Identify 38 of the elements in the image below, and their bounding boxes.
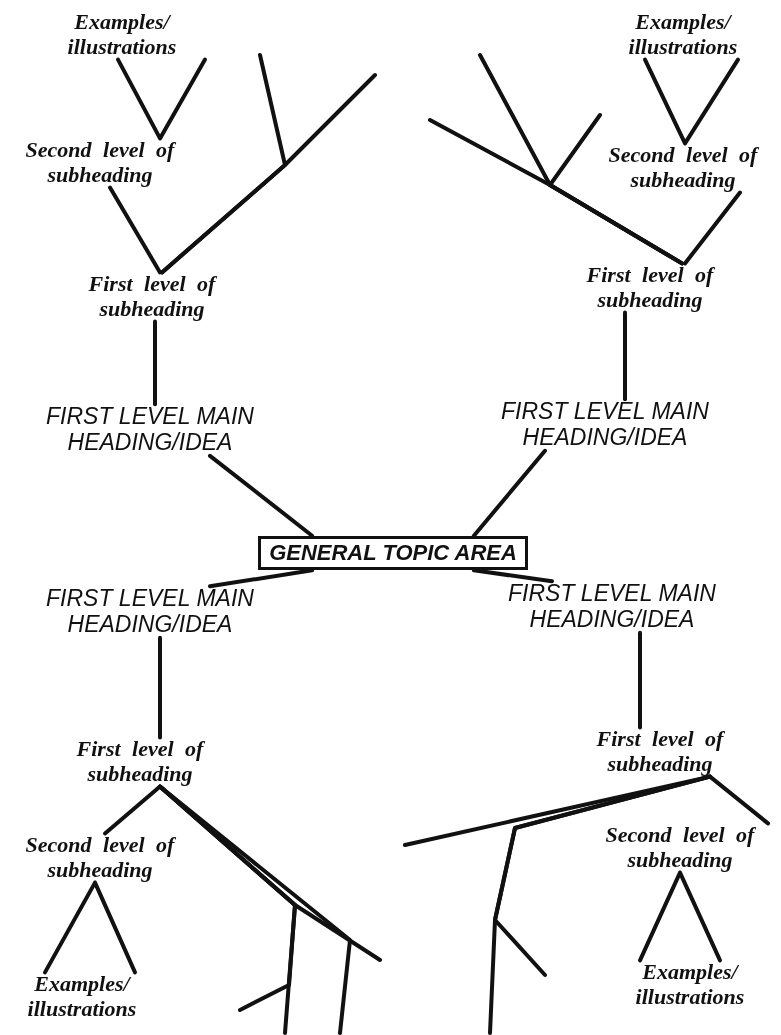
subheading-text: Second level of subheading [600, 143, 766, 193]
connector-line [471, 568, 554, 584]
branch-line [548, 113, 684, 266]
subheading-text: Second level of subheading [17, 138, 183, 188]
subheading-text: Examples/ illustrations [47, 10, 197, 60]
connector-line [638, 870, 722, 963]
branch-line [488, 774, 712, 1035]
branch-line [158, 784, 352, 1035]
subheading-text: Second level of subheading [17, 833, 183, 883]
main-heading: FIRST LEVEL MAIN HEADING/IDEA [0, 586, 300, 638]
connector-line [158, 635, 162, 740]
topic-box [258, 535, 528, 571]
subheading-text: Examples/ illustrations [7, 972, 157, 1022]
connector-line [103, 784, 162, 836]
connector-line [623, 310, 627, 402]
connector-line [43, 880, 137, 975]
connector-line [638, 630, 642, 730]
subheading-text: First level of subheading [567, 263, 733, 313]
connector-line [153, 319, 157, 407]
main-heading: FIRST LEVEL MAIN HEADING/IDEA [455, 399, 755, 451]
main-heading: FIRST LEVEL MAIN HEADING/IDEA [0, 404, 300, 456]
subheading-text: First level of subheading [577, 727, 743, 777]
connector-line [208, 453, 315, 538]
connector-line [683, 190, 742, 266]
subheading-text: First level of subheading [69, 272, 235, 322]
topic-label: GENERAL TOPIC AREA [269, 539, 517, 565]
connector-line [471, 448, 547, 538]
connector-line [208, 568, 315, 589]
main-heading: FIRST LEVEL MAIN HEADING/IDEA [462, 581, 762, 633]
connector-line [108, 185, 162, 275]
branch-line [160, 53, 287, 275]
connector-line [643, 57, 740, 146]
subheading-text: Examples/ illustrations [608, 10, 758, 60]
connector-line [116, 57, 207, 141]
subheading-text: Second level of subheading [597, 823, 763, 873]
subheading-text: First level of subheading [57, 737, 223, 787]
connector-line [708, 774, 770, 826]
subheading-text: Examples/ illustrations [615, 960, 765, 1010]
